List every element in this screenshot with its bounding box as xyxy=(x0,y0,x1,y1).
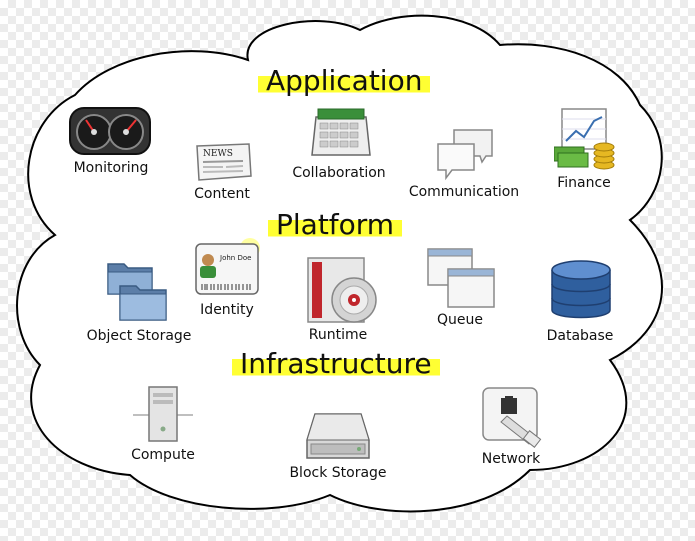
monitoring-label: Monitoring xyxy=(73,160,149,176)
block-storage-item xyxy=(305,410,371,462)
identity-item: John Doe xyxy=(192,236,264,298)
communication-label: Communication xyxy=(408,184,520,200)
compute-item xyxy=(131,385,195,445)
network-label: Network xyxy=(481,451,541,467)
platform-heading: Platform xyxy=(268,210,403,240)
collaboration-label: Collaboration xyxy=(292,165,386,181)
server-tower-icon xyxy=(133,386,193,442)
compute-label: Compute xyxy=(131,447,195,463)
database-label: Database xyxy=(546,328,614,344)
infrastructure-heading: Infrastructure xyxy=(232,349,440,379)
object-storage-item xyxy=(104,258,170,324)
chat-bubbles-icon xyxy=(437,129,493,181)
database-icon xyxy=(551,260,611,319)
identity-label: Identity xyxy=(200,302,254,318)
finance-label: Finance xyxy=(557,175,611,191)
runtime-package-icon xyxy=(307,257,377,323)
content-item: NEWS xyxy=(193,142,253,182)
database-item xyxy=(550,258,612,322)
communication-item xyxy=(436,128,496,182)
queue-item xyxy=(426,247,496,309)
object-storage-label: Object Storage xyxy=(86,328,192,344)
application-heading: Application xyxy=(258,66,431,96)
folders-icon xyxy=(107,263,167,321)
hard-drive-icon xyxy=(306,413,370,459)
network-jack-icon xyxy=(482,387,542,448)
id-card-icon: John Doe xyxy=(195,238,260,295)
collaboration-item xyxy=(310,107,372,159)
network-item xyxy=(481,386,543,448)
finance-chart-icon xyxy=(554,108,615,170)
id-card-name: John Doe xyxy=(219,254,251,262)
runtime-label: Runtime xyxy=(308,327,368,343)
calendar-icon xyxy=(311,108,371,156)
newspaper-icon: NEWS xyxy=(196,143,252,181)
news-text: NEWS xyxy=(203,149,233,159)
runtime-item xyxy=(304,256,378,324)
monitoring-item xyxy=(68,104,152,156)
finance-item xyxy=(554,107,618,171)
queue-windows-icon xyxy=(427,248,495,308)
queue-label: Queue xyxy=(437,312,483,328)
gauge-icon xyxy=(69,107,151,155)
block-storage-label: Block Storage xyxy=(289,465,387,481)
content-label: Content xyxy=(194,186,250,202)
